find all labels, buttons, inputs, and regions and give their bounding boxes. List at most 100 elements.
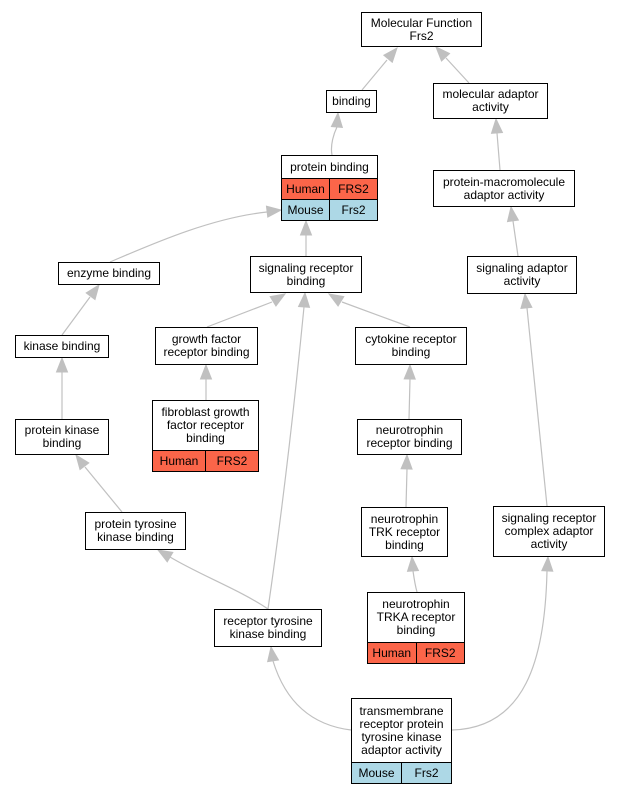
edge-ntr-cytokine [403, 363, 416, 420]
node-label-line: signaling receptor [501, 511, 597, 525]
edge-line [405, 468, 408, 508]
node-label-line: activity [530, 537, 568, 551]
node-label-line: molecular adaptor [442, 87, 539, 101]
arrowhead [297, 291, 311, 308]
arrowhead [299, 219, 313, 236]
edge-line [496, 132, 501, 171]
arrowhead [490, 117, 504, 134]
species-cell-mouse: Mouse [352, 763, 401, 783]
species-cell-human: Human [153, 451, 205, 471]
species-cell-mouse: Mouse [282, 200, 329, 220]
arrowhead [266, 645, 280, 663]
node-label-line: factor receptor [166, 418, 245, 432]
arrowhead [406, 555, 420, 572]
edge-line [330, 126, 338, 156]
edge-line [272, 660, 352, 731]
edge-src-sig-adaptor [520, 292, 548, 507]
node-label-line: binding [385, 537, 424, 552]
node-kinase-binding[interactable]: kinase binding [15, 335, 109, 358]
edge-line [61, 296, 91, 336]
edge-prot-macro-mol-adaptor [490, 117, 504, 171]
edge-line [206, 301, 273, 328]
node-label-line: signaling adaptor [476, 261, 568, 275]
node-label-line: cytokine receptor [365, 332, 457, 346]
edge-ptk-pk [75, 453, 123, 513]
node-label-line: tyrosine kinase [361, 729, 442, 744]
node-label-line: Molecular Function [370, 15, 473, 30]
arrowhead [327, 293, 345, 307]
node-label-line: neurotrophin [370, 511, 439, 526]
node-label-line: transmembrane [359, 703, 444, 718]
node-label-line: kinase binding [229, 627, 307, 641]
node-label-line: receptor tyrosine [223, 614, 313, 628]
edge-sig-rec-protein-binding [299, 219, 313, 256]
species-cell-human: Human [282, 179, 329, 199]
edge-line [84, 466, 123, 513]
node-label-line: TRK receptor [368, 524, 441, 539]
node-label-line: activity [472, 100, 509, 114]
gene-cell-mouse: Frs2 [329, 200, 377, 220]
edge-line [341, 301, 411, 328]
arrowhead [435, 45, 451, 62]
node-label-line: neurotrophin [382, 597, 450, 611]
edge-enzyme-protein-binding [109, 205, 283, 263]
node-label-line: protein binding [290, 159, 369, 174]
node-label-line: receptor binding [163, 345, 250, 359]
edge-protein-binding-binding [330, 111, 344, 156]
edge-line [412, 570, 418, 593]
edge-line [169, 556, 269, 610]
arrowhead [55, 356, 69, 373]
node-label-line: kinase binding [97, 530, 174, 544]
node-binding[interactable]: binding [326, 90, 377, 113]
edge-line [361, 59, 388, 91]
edge-trans-rtk [266, 645, 352, 731]
node-label-line: activity [503, 274, 541, 288]
node-label-line: complex adaptor [504, 524, 594, 538]
edge-line [526, 307, 548, 507]
node-label-line: neurotrophin [375, 423, 444, 437]
edge-rtk-sig-rec [267, 291, 311, 610]
edge-kinase-enzyme [61, 283, 100, 336]
edge-line [408, 378, 411, 420]
node-label-line: receptor protein [359, 716, 444, 731]
node-label-line: binding [391, 345, 431, 359]
node-label-line: adaptor activity [361, 742, 442, 757]
species-cell-human: Human [368, 643, 416, 663]
arrowhead [520, 292, 533, 310]
edge-line [512, 220, 519, 257]
gene-cell-mouse: Frs2 [401, 763, 451, 783]
node-label-line: fibroblast growth [161, 405, 250, 419]
node-label-line: binding [332, 94, 371, 108]
arrowhead [269, 293, 287, 307]
node-label-line: signaling receptor [258, 260, 354, 275]
node-enzyme-binding[interactable]: enzyme binding [58, 262, 160, 285]
arrowhead [541, 555, 554, 572]
edge-trk-ntr [400, 453, 413, 508]
arrowhead [85, 283, 100, 301]
gene-cell-human: FRS2 [415, 643, 464, 663]
edge-cytokine-sig-rec [327, 293, 411, 328]
node-label-line: protein tyrosine [94, 517, 177, 531]
node-label-line: adaptor activity [463, 187, 545, 202]
node-label-line: binding [42, 436, 82, 450]
arrowhead [330, 111, 344, 128]
node-label-line: kinase binding [23, 339, 101, 353]
